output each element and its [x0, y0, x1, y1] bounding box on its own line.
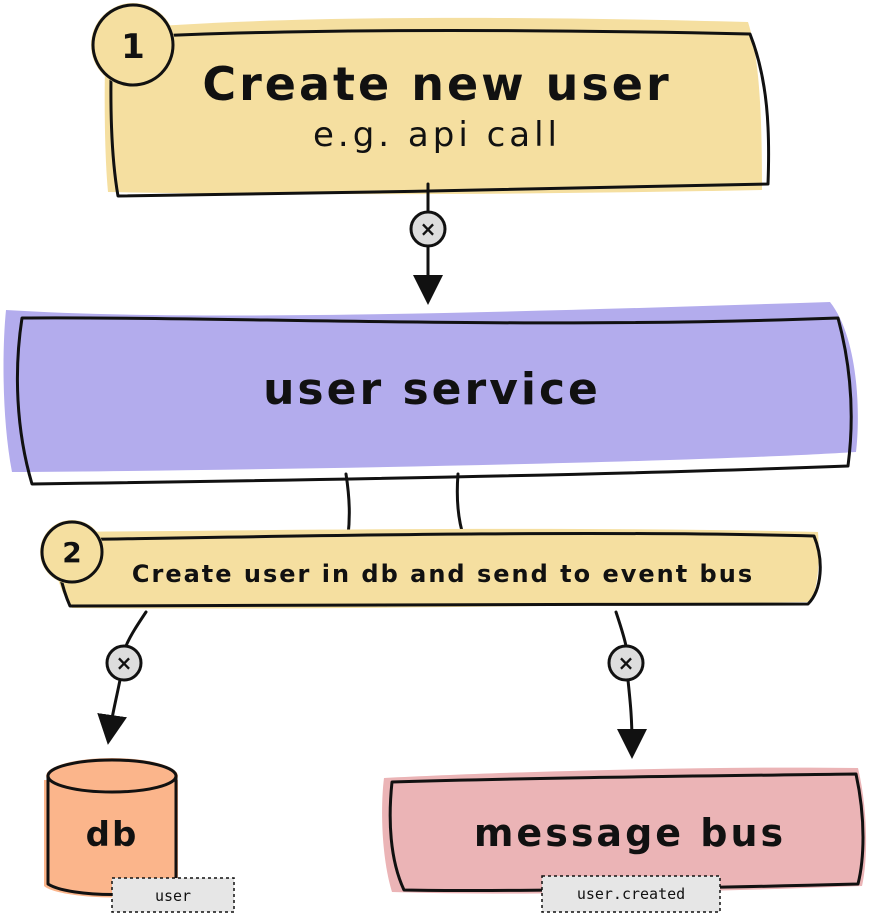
step2-label: Create user in db and send to event bus — [132, 560, 754, 588]
step2-number: 2 — [62, 536, 81, 569]
message-bus-outline — [388, 772, 865, 893]
connector-line-bus-b — [616, 678, 647, 759]
user-service-outline — [15, 316, 853, 486]
connector-line-db-b — [97, 678, 127, 745]
db-cylinder-fill — [44, 780, 178, 898]
user-service-box — [3, 302, 858, 486]
connector-node-1: × — [409, 210, 447, 248]
step2-banner — [50, 528, 822, 609]
connector-line-bus-a — [614, 610, 628, 648]
step2-banner-outline — [54, 531, 822, 608]
service-link-right — [455, 472, 466, 540]
step2-number-badge: 2 — [40, 520, 104, 584]
connector-node-db: × — [105, 644, 143, 682]
connector-symbol-bus: × — [618, 651, 635, 675]
step1-box-outline — [109, 29, 771, 198]
step1-number: 1 — [121, 27, 145, 67]
connector-symbol-db: × — [116, 651, 133, 675]
db-cylinder-top-fill — [46, 758, 178, 794]
message-bus-tag: user.created — [541, 875, 721, 913]
db-tag-label: user — [155, 887, 191, 905]
message-bus-label: message bus — [474, 811, 786, 855]
message-bus-tag-label: user.created — [577, 885, 685, 903]
connector-symbol-1: × — [420, 217, 437, 241]
step1-subtitle: e.g. api call — [313, 115, 561, 155]
connector-node-bus: × — [607, 644, 645, 682]
db-label: db — [86, 815, 139, 855]
service-link-left — [344, 472, 351, 538]
step1-box-fill — [104, 17, 763, 195]
step1-box — [104, 17, 771, 198]
step1-title: Create new user — [202, 57, 671, 111]
db-tag: user — [111, 877, 235, 913]
user-service-label: user service — [263, 364, 601, 415]
user-service-fill — [3, 302, 858, 472]
step2-banner-fill — [50, 528, 819, 609]
message-bus-box — [382, 767, 867, 894]
connector-line-db-a — [124, 610, 148, 648]
message-bus-fill — [382, 767, 867, 894]
step1-number-badge: 1 — [91, 3, 175, 87]
